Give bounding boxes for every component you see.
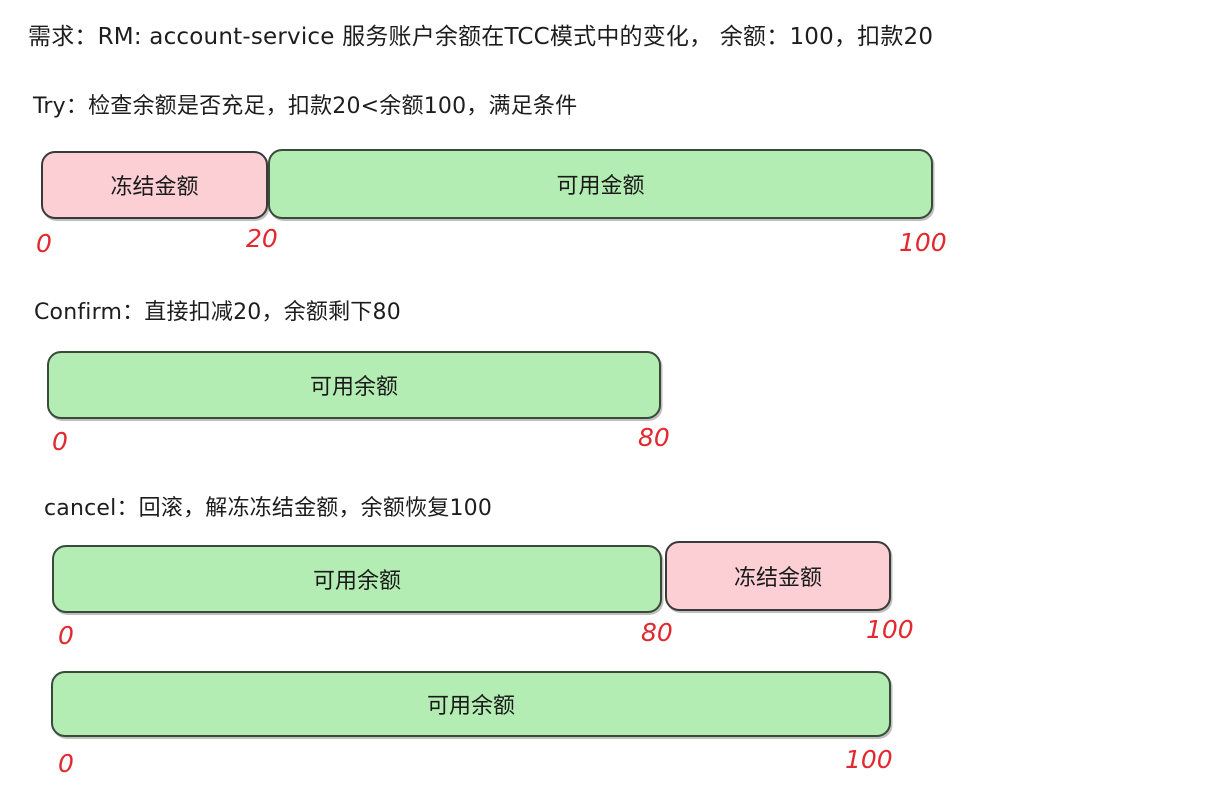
restored-tick-100: 100 (845, 745, 893, 774)
try-stage-heading: Try：检查余额是否充足，扣款20<余额100，满足条件 (33, 94, 578, 119)
restored-available-balance-bar: 可用余额 (51, 671, 891, 737)
confirm-available-balance-label: 可用余额 (309, 375, 398, 400)
try-frozen-amount-label: 冻结金额 (110, 175, 199, 200)
cancel-tick-100: 100 (866, 615, 914, 644)
try-frozen-amount-bar: 冻结金额 (41, 151, 268, 219)
cancel-tick-0: 0 (58, 621, 74, 650)
confirm-stage-heading: Confirm：直接扣减20，余额剩下80 (34, 300, 401, 325)
cancel-frozen-amount-label: 冻结金额 (733, 566, 822, 591)
restored-tick-0: 0 (58, 749, 74, 778)
try-available-amount-label: 可用金额 (556, 174, 645, 199)
try-available-amount-bar: 可用金额 (268, 149, 933, 219)
restored-available-balance-label: 可用余额 (426, 694, 515, 719)
cancel-available-balance-label: 可用余额 (312, 569, 401, 594)
requirement-heading: 需求：RM: account-service 服务账户余额在TCC模式中的变化，… (28, 24, 934, 50)
try-tick-0: 0 (36, 229, 52, 258)
try-tick-100: 100 (899, 228, 947, 257)
try-tick-20: 20 (246, 224, 278, 253)
confirm-tick-80: 80 (638, 423, 670, 452)
cancel-available-balance-bar: 可用余额 (52, 545, 662, 613)
cancel-tick-80: 80 (641, 618, 673, 647)
confirm-tick-0: 0 (52, 427, 68, 456)
confirm-available-balance-bar: 可用余额 (47, 351, 661, 419)
cancel-frozen-amount-bar: 冻结金额 (665, 541, 891, 611)
cancel-stage-heading: cancel：回滚，解冻冻结金额，余额恢复100 (44, 496, 493, 521)
